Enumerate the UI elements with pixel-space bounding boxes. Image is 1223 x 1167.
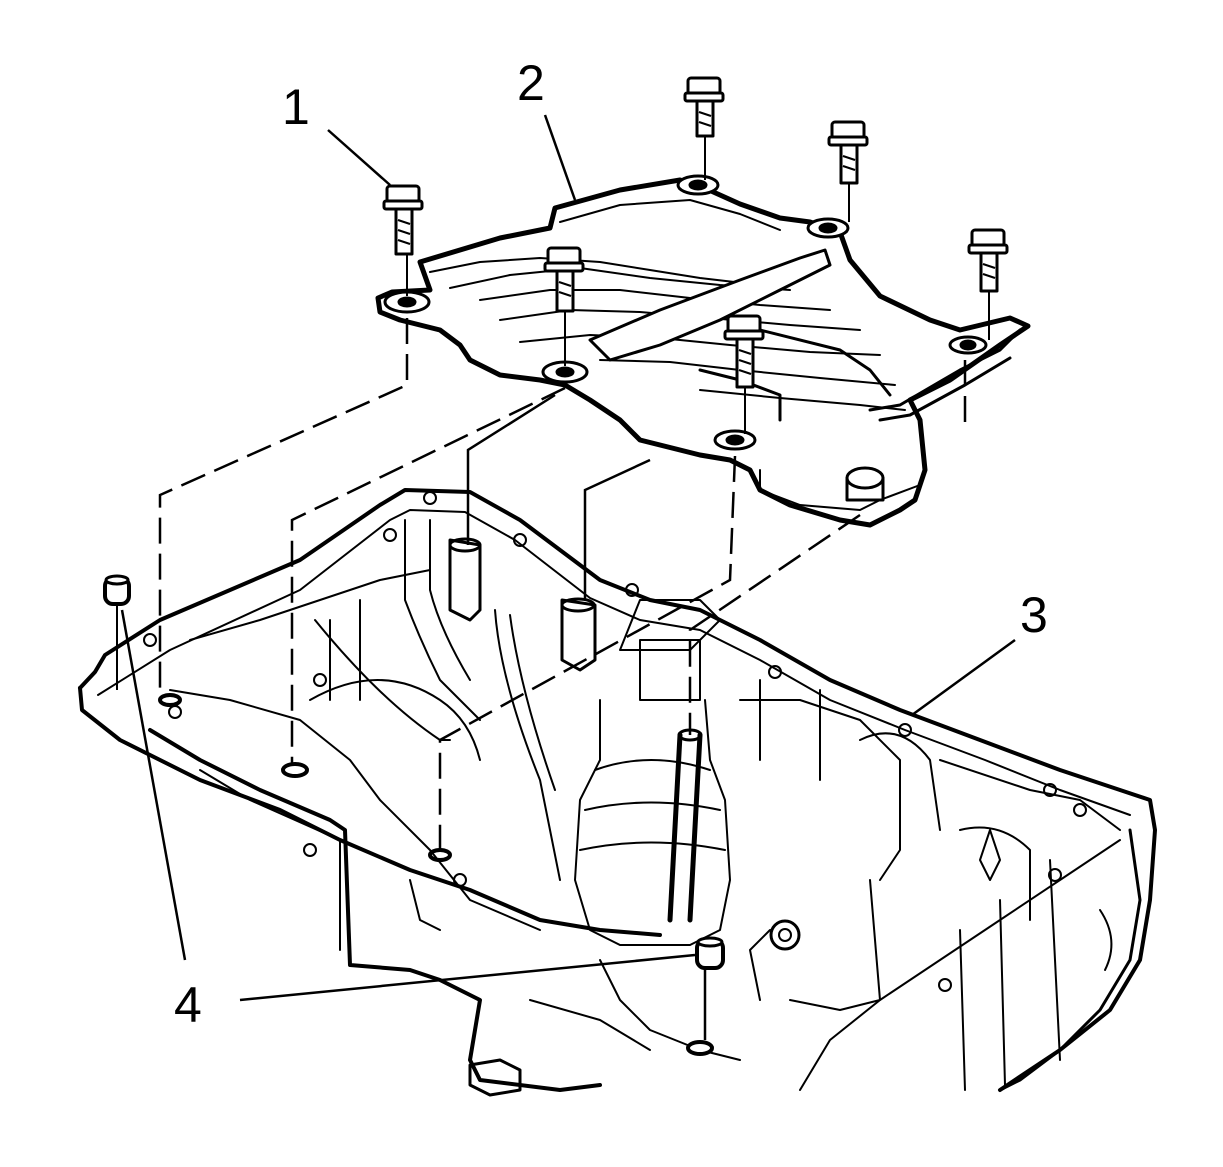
callout-4-dowel-sleeve: 4 bbox=[174, 977, 202, 1033]
oil-pan-front-wall bbox=[150, 730, 600, 1090]
baffle-rib bbox=[590, 250, 830, 360]
callout-3-oil-pan: 3 bbox=[1020, 587, 1048, 643]
leader-3 bbox=[912, 640, 1015, 715]
callout-1-bolt: 1 bbox=[282, 79, 310, 135]
leader-1 bbox=[328, 130, 390, 185]
callout-2-baffle: 2 bbox=[517, 55, 545, 111]
dowel-tube bbox=[670, 735, 700, 920]
baffle-right-ear bbox=[870, 330, 1020, 420]
bolt-4 bbox=[545, 248, 583, 311]
oil-pan-baffle bbox=[378, 176, 1028, 525]
oil-pan-flange-inner bbox=[98, 510, 1130, 815]
leader-4b bbox=[240, 955, 695, 1000]
leader-lines bbox=[122, 115, 1015, 1000]
oil-pan-right-inner bbox=[800, 840, 1120, 1090]
baffle-grille-top bbox=[430, 258, 760, 285]
oil-pan-right-wall bbox=[1000, 830, 1140, 1090]
bolt-3 bbox=[829, 122, 867, 183]
dowel-sleeve-right bbox=[697, 938, 723, 968]
baffle-outline bbox=[378, 180, 1028, 525]
oil-pan-bolt-holes bbox=[144, 492, 1086, 991]
baffle-nozzle bbox=[847, 468, 883, 488]
leader-2 bbox=[545, 115, 575, 200]
dowel-sleeves bbox=[105, 576, 723, 1054]
alignment-dashed-lines bbox=[160, 318, 965, 850]
pickup-tube-left bbox=[450, 540, 480, 620]
baffle-bolts bbox=[384, 78, 1007, 387]
oil-pan bbox=[80, 490, 1155, 1095]
alignment-solid-lines bbox=[468, 395, 705, 1040]
bolt-6 bbox=[725, 316, 763, 387]
oil-pan-interior-wall bbox=[170, 690, 540, 930]
dowel-sleeve-left bbox=[105, 576, 129, 690]
oil-pan-flange-lower-edge bbox=[80, 688, 660, 935]
baffle-bolt-bosses bbox=[385, 176, 986, 449]
oil-pump-boss bbox=[575, 700, 730, 945]
leader-4a bbox=[122, 610, 185, 960]
bolt-5 bbox=[969, 230, 1007, 291]
bolt-2 bbox=[685, 78, 723, 136]
pickup-tube-right bbox=[562, 600, 595, 670]
oil-pan-flange-outline bbox=[80, 490, 1155, 1090]
bolt-center-lines bbox=[407, 136, 989, 434]
bolt-1 bbox=[384, 186, 422, 254]
oil-pan-front-wall-inner bbox=[200, 770, 340, 950]
